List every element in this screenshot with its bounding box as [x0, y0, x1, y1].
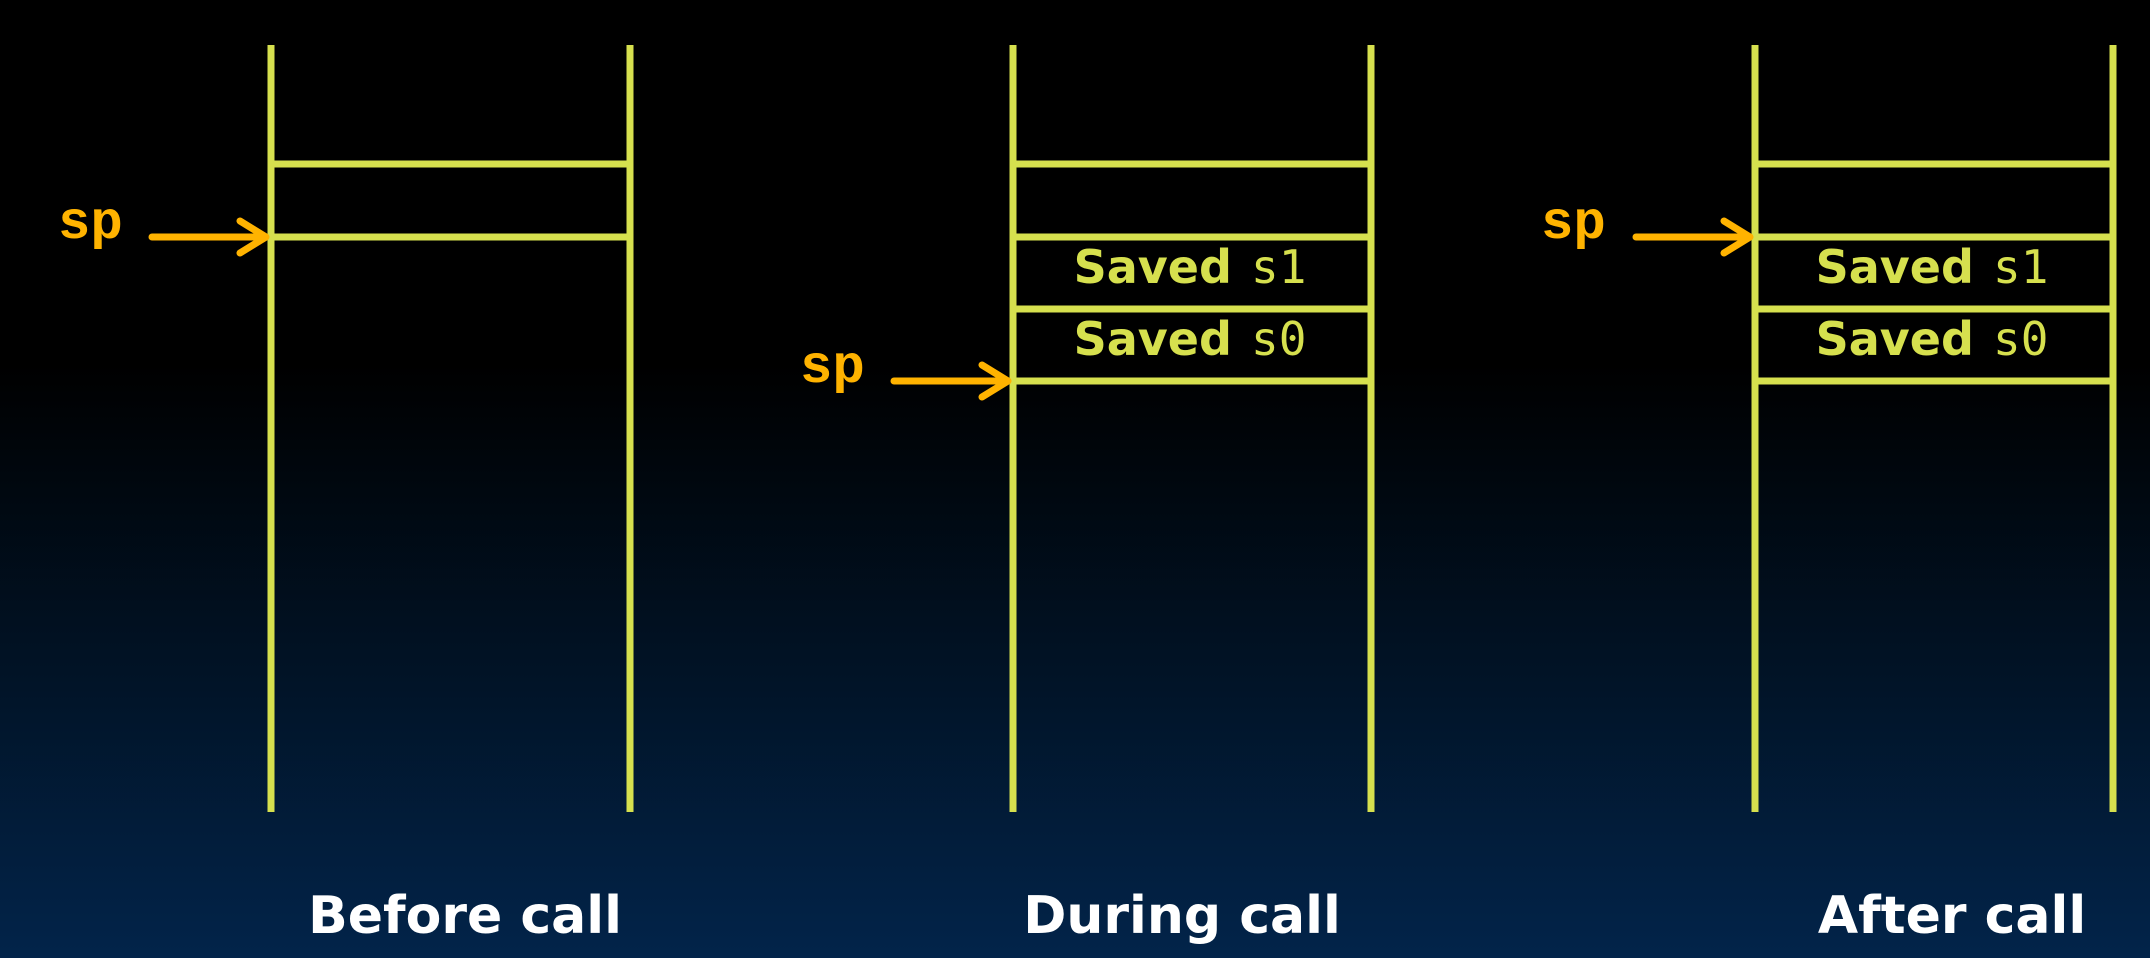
saved-word: Saved [1074, 312, 1232, 366]
saved-s1-cell: Saved s1 [1816, 240, 2049, 294]
panel-before-call: sp Before call [58, 45, 634, 946]
sp-arrow-icon [148, 217, 270, 257]
saved-s0-cell: Saved s0 [1816, 312, 2049, 366]
register-name: s1 [1251, 240, 1306, 294]
sp-label: sp [58, 194, 123, 255]
sp-pointer: sp [58, 194, 270, 257]
panel-after-call: Saved s1 Saved s0 sp After call [1541, 45, 2117, 946]
saved-word: Saved [1816, 312, 1974, 366]
saved-s1-cell: Saved s1 [1074, 240, 1307, 294]
sp-arrow-icon [1632, 217, 1754, 257]
panel-caption: After call [1818, 886, 2086, 946]
register-name: s1 [1993, 240, 2048, 294]
saved-word: Saved [1816, 240, 1974, 294]
saved-s0-cell: Saved s0 [1074, 312, 1307, 366]
panel-caption: During call [1023, 886, 1341, 946]
panel-during-call: Saved s1 Saved s0 sp During call [800, 45, 1375, 946]
sp-pointer: sp [1541, 194, 1754, 257]
sp-arrow-icon [890, 361, 1012, 401]
saved-word: Saved [1074, 240, 1232, 294]
sp-pointer: sp [800, 338, 1012, 401]
sp-label: sp [1541, 194, 1606, 255]
register-name: s0 [1993, 312, 2048, 366]
panel-caption: Before call [308, 886, 622, 946]
register-name: s0 [1251, 312, 1306, 366]
sp-label: sp [800, 338, 865, 399]
